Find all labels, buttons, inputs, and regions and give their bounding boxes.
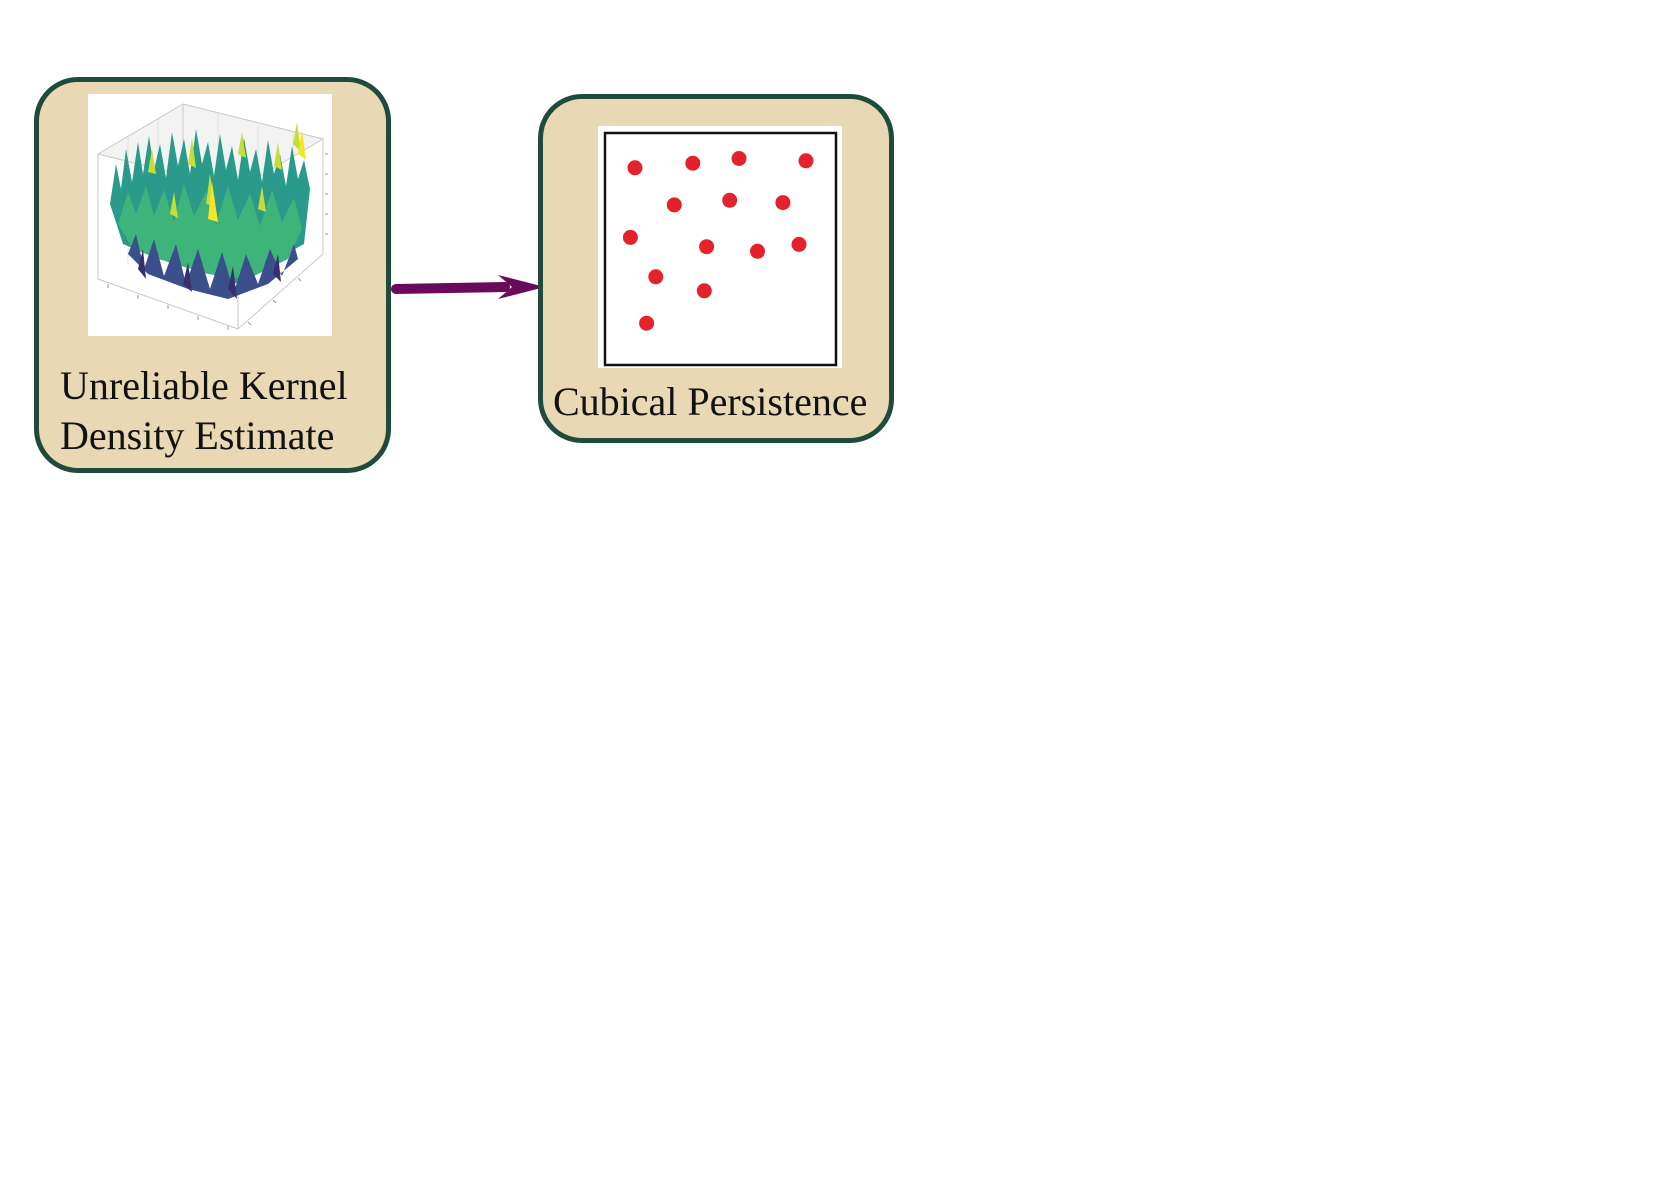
- kde-label-line-1: Unreliable Kernel: [60, 363, 348, 408]
- scatter-point: [775, 195, 791, 211]
- scatter-point: [648, 269, 664, 285]
- scatter-point: [722, 192, 738, 208]
- scatter-point: [798, 153, 814, 169]
- noisy-surface: [110, 122, 310, 299]
- plot-frame: [603, 131, 838, 367]
- scatter-point: [627, 160, 643, 176]
- scatter-point: [791, 236, 807, 252]
- scatter-svg: [603, 131, 838, 367]
- scatter-point: [666, 197, 682, 213]
- scatter-point: [731, 151, 747, 166]
- arrow-head: [498, 275, 545, 299]
- scatter-point: [685, 155, 701, 171]
- kde-node-label: Unreliable Kernel Density Estimate: [60, 361, 348, 461]
- kde-label-line-2: Density Estimate: [60, 413, 335, 458]
- surface-3d-image: [96, 103, 328, 330]
- persistence-scatter-plot: [598, 126, 842, 368]
- density-surface-plot: [88, 94, 332, 336]
- scatter-point: [750, 243, 765, 259]
- scatter-point: [696, 283, 712, 299]
- scatter-point: [639, 315, 655, 331]
- arrow-shaft: [391, 282, 510, 294]
- cubical-node: Cubical Persistence: [538, 94, 894, 443]
- kde-node: Unreliable Kernel Density Estimate: [34, 77, 391, 473]
- flow-arrow: [391, 275, 545, 299]
- scatter-point: [699, 239, 715, 255]
- scatter-point: [622, 229, 638, 245]
- cubical-node-label: Cubical Persistence: [553, 379, 868, 424]
